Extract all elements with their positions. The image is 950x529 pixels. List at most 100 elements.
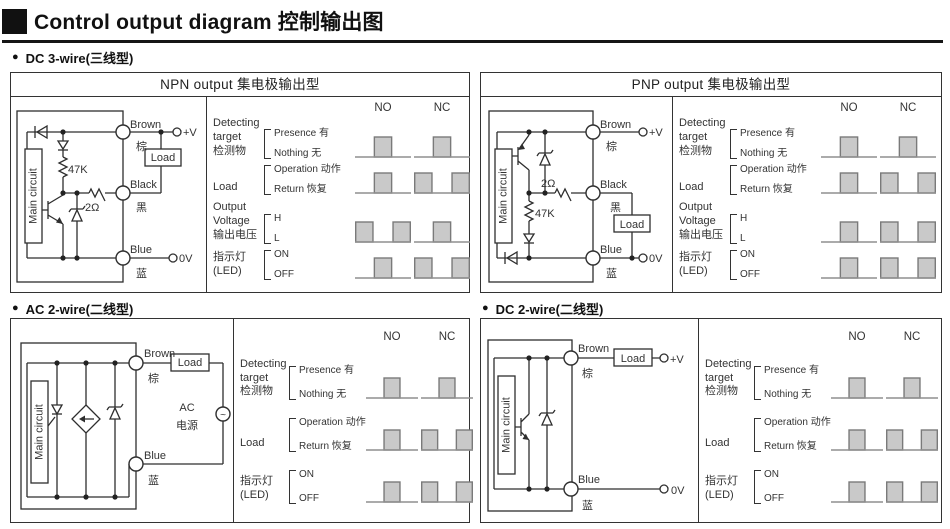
waveform-nc xyxy=(414,256,470,279)
waveform-no xyxy=(821,256,877,279)
npn-circuit-diagram: Main circuit 47K 2Ω Brown 棕 Black 黑 Blue… xyxy=(16,110,197,283)
bracket-icon xyxy=(754,418,761,453)
wave-cell xyxy=(421,420,473,452)
dc2-circuit: Main circuit Brown 棕 Blue 蓝 Load +V 0V xyxy=(481,319,699,522)
label-brown-zh: 棕 xyxy=(582,366,593,380)
row-label-line: Output xyxy=(213,201,247,214)
terminal-black xyxy=(115,185,131,201)
row-label-line: Detecting xyxy=(240,357,287,370)
wave-cell xyxy=(355,250,411,280)
load-box xyxy=(144,148,182,167)
bracket-low-label: L xyxy=(274,232,280,244)
label-ac-power: 电源 xyxy=(176,418,198,432)
label-black-zh: 黑 xyxy=(136,201,147,214)
label-brown: Brown xyxy=(130,119,161,131)
waveform-nc xyxy=(414,220,470,243)
bracket-high-label: H xyxy=(740,212,748,224)
wave-cell xyxy=(355,214,411,244)
junction-dots xyxy=(526,355,550,492)
load-box xyxy=(613,348,653,367)
row-label-line: Load xyxy=(240,437,265,450)
bracket-low-label: Nothing 无 xyxy=(299,389,347,401)
row-label-line: 检测物 xyxy=(213,144,246,157)
transistor-emitter-arrow xyxy=(518,143,525,150)
resistor-47k xyxy=(523,200,535,222)
row-label-line: target xyxy=(213,130,242,143)
wave-cell xyxy=(821,250,877,280)
column-header-no: NO xyxy=(840,102,858,114)
waveform-no xyxy=(355,172,411,195)
section-label-dc2: ● DC 2-wire(二线型) xyxy=(482,299,603,318)
wave-cell xyxy=(821,129,877,159)
waveform-no xyxy=(355,220,411,243)
bracket-icon xyxy=(264,129,271,160)
row-label: Load xyxy=(679,181,727,196)
row-label-line: Load xyxy=(213,180,238,193)
label-main-circuit: Main circuit xyxy=(497,168,509,224)
bracket-high-label: Presence 有 xyxy=(274,128,330,140)
row-label: Load xyxy=(705,437,751,452)
scr xyxy=(50,404,64,416)
row-label: Load xyxy=(240,437,286,452)
waveform-nc xyxy=(886,481,938,503)
wave-cell xyxy=(886,472,938,504)
main-circuit-box xyxy=(497,375,516,475)
bracket-icon xyxy=(730,213,737,244)
waveform-nc xyxy=(414,172,470,195)
label-brown-zh: 棕 xyxy=(148,371,159,385)
diode xyxy=(35,124,48,140)
bracket-high-label: ON xyxy=(299,468,314,480)
row-label-line: Detecting xyxy=(213,117,260,129)
terminal-blue xyxy=(128,456,144,472)
junction-dots xyxy=(54,360,118,500)
vplus-terminal xyxy=(638,127,648,137)
gnd-terminal xyxy=(638,253,648,263)
ac2-circuit-diagram: ~ Main circuit Brown 棕 Blue 蓝 Load AC 电源 xyxy=(20,342,231,510)
waveform-no xyxy=(831,377,883,399)
label-load: Load xyxy=(620,219,644,231)
terminal-brown xyxy=(128,355,144,371)
pnp-circuit: Main circuit 47K 2Ω Brown 棕 Black 黑 Blue… xyxy=(481,97,673,292)
bracket-high-label: H xyxy=(274,212,282,224)
bracket-icon xyxy=(264,213,271,244)
label-vplus: +V xyxy=(183,127,197,139)
bracket-icon xyxy=(754,366,761,401)
title-bar: Control output diagram 控制输出图 xyxy=(2,6,943,43)
terminal-blue xyxy=(563,481,579,497)
waveform-nc xyxy=(880,220,936,243)
panel-ac2: ~ Main circuit Brown 棕 Blue 蓝 Load AC 电源… xyxy=(10,318,473,523)
label-load: Load xyxy=(621,353,645,365)
row-label: 指示灯(LED) xyxy=(213,251,261,280)
resistor-2ohm xyxy=(88,187,106,202)
bracket-high-label: ON xyxy=(764,468,779,480)
resistor-2ohm xyxy=(554,187,572,202)
column-header-nc: NC xyxy=(433,102,451,114)
npn-circuit: Main circuit 47K 2Ω Brown 棕 Black 黑 Blue… xyxy=(11,97,207,292)
terminal-brown xyxy=(585,124,601,140)
bracket-icon xyxy=(754,469,761,504)
ac-source-tilde: ~ xyxy=(220,410,226,421)
bridge-rectifier xyxy=(71,404,101,434)
main-circuit-box xyxy=(24,148,43,244)
wiring xyxy=(16,110,173,283)
bullet-icon: ● xyxy=(482,302,489,314)
label-load: Load xyxy=(151,152,175,164)
wave-cell xyxy=(831,472,883,504)
diode xyxy=(505,250,518,266)
section-label-ac2: ● AC 2-wire(二线型) xyxy=(12,299,133,318)
bracket-low-label: Return 恢复 xyxy=(740,184,793,196)
row-label-line: target xyxy=(240,371,269,384)
